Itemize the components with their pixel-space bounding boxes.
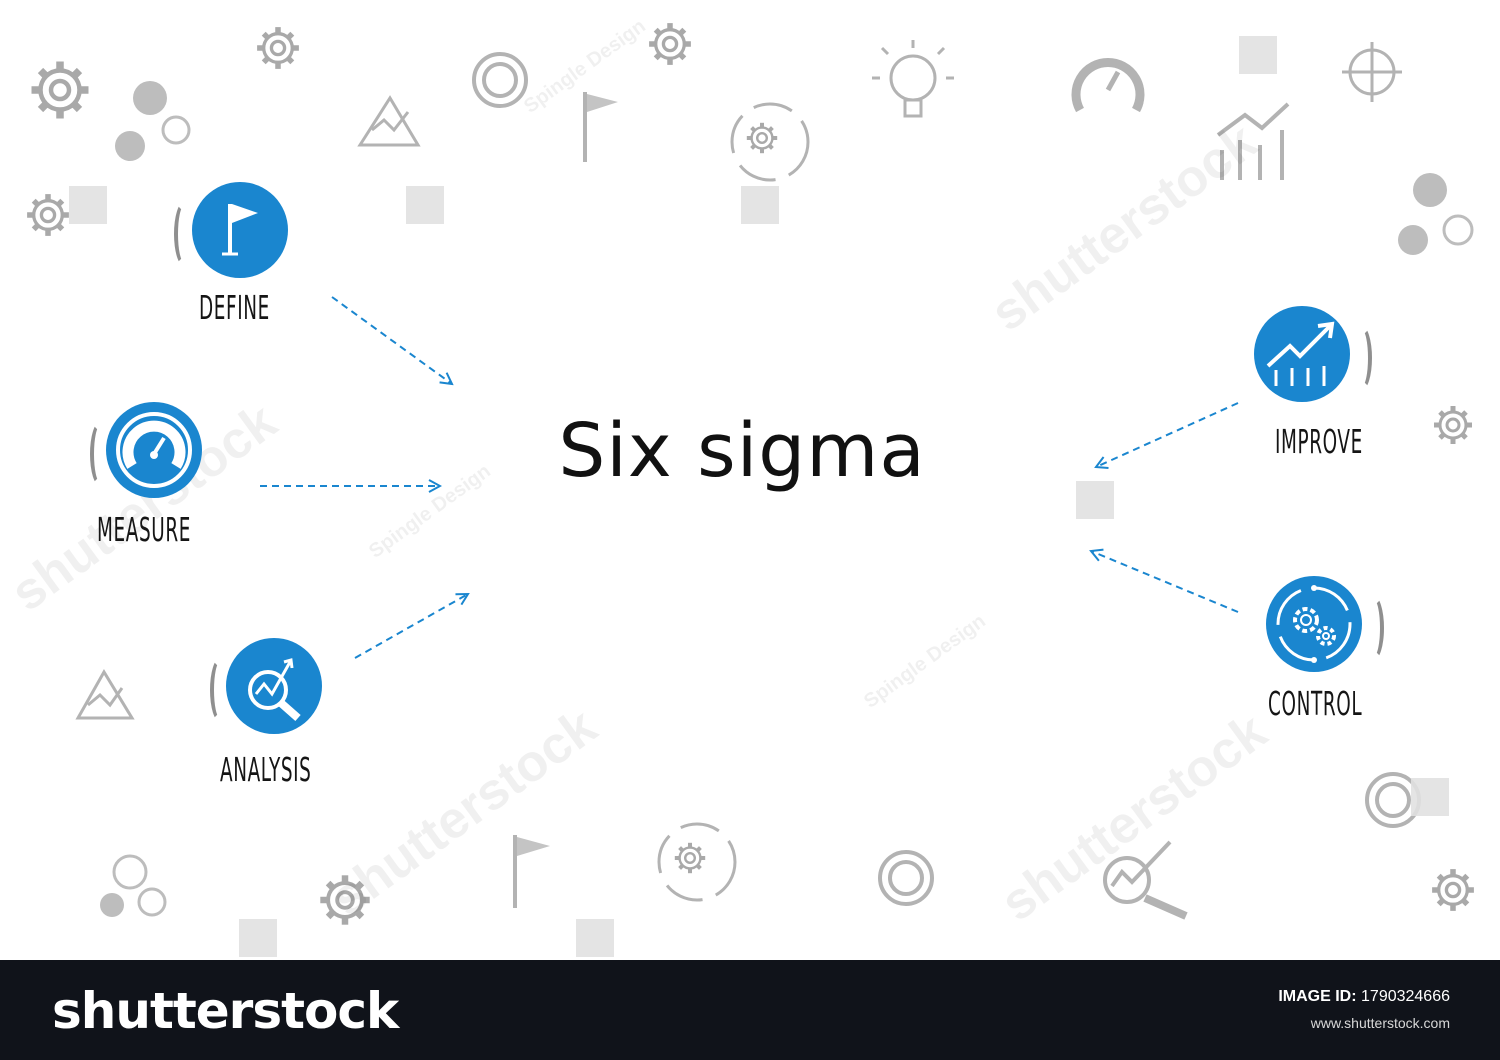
gear-cycle-icon (657, 822, 737, 902)
analysis-disc (226, 638, 322, 734)
flag-icon (513, 92, 618, 908)
bulb-icon (872, 40, 954, 118)
arrow-improve (1096, 402, 1239, 467)
image-id-label: IMAGE ID: (1278, 988, 1357, 1005)
phase-label: DEFINE (199, 288, 270, 327)
arrow-control (1091, 551, 1239, 613)
title-text: Six sigma (558, 408, 926, 494)
gear-cycle-icon (730, 102, 810, 182)
background-icons (0, 0, 1500, 957)
bracket-icon (1364, 596, 1384, 660)
footer-site: www.shutterstock.com (1310, 1015, 1450, 1031)
phase-label: MEASURE (97, 510, 192, 549)
control-disc (1266, 576, 1362, 672)
flag-icon (222, 204, 258, 256)
target-icon (1342, 42, 1402, 102)
gears-cycle-icon (1276, 585, 1352, 663)
bracket-icon (1352, 326, 1372, 390)
bracket-icon (174, 202, 194, 266)
growth-chart-icon (1216, 102, 1290, 180)
diagram-title: Six sigma (0, 408, 1500, 494)
gauge-icon (116, 412, 192, 488)
bracket-icon (90, 422, 110, 486)
arrow-analysis (354, 594, 468, 659)
magnifier-chart-icon (248, 658, 301, 721)
growth-chart-icon (1266, 321, 1335, 386)
measure-disc (106, 402, 202, 498)
magnifier-chart-icon (1103, 840, 1188, 920)
bracket-icon (210, 658, 230, 722)
circles-icon (100, 81, 1474, 917)
image-id: IMAGE ID: 1790324666 (1278, 988, 1450, 1006)
arrow-define (331, 296, 452, 384)
improve-disc (1254, 306, 1350, 402)
phase-label: IMPROVE (1275, 422, 1363, 461)
mountain-icon (75, 95, 421, 720)
define-disc (192, 182, 288, 278)
footer-brand: shutterstock (52, 982, 399, 1040)
image-id-value: 1790324666 (1361, 988, 1450, 1005)
phase-label: CONTROL (1268, 684, 1363, 723)
diagram-canvas: shutterstock shutterstock shutterstock s… (0, 0, 1500, 957)
footer-bar: shutterstock IMAGE ID: 1790324666 www.sh… (0, 960, 1500, 1060)
phase-label: ANALYSIS (220, 750, 312, 789)
connectors (260, 296, 1239, 659)
gauge-icon (1071, 58, 1145, 113)
